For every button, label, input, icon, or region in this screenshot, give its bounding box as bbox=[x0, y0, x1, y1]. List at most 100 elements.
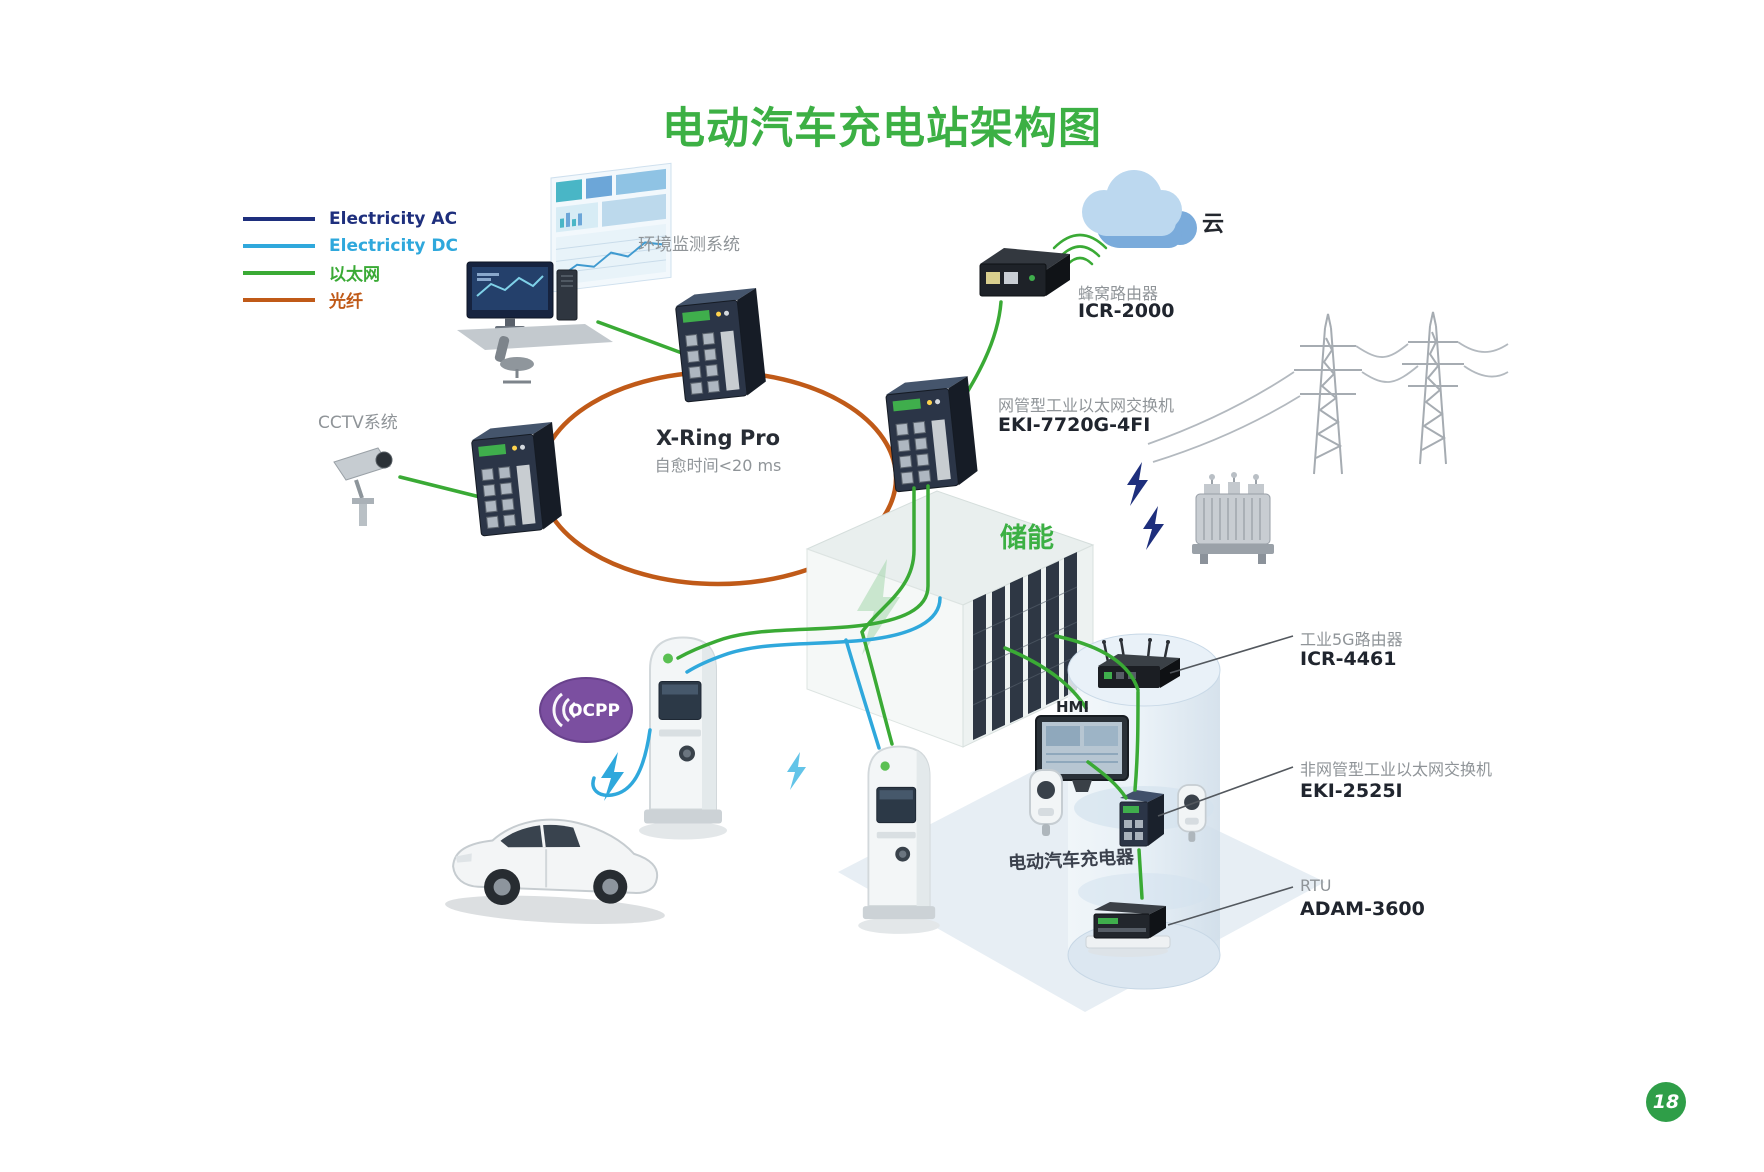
terminal-block bbox=[1098, 918, 1118, 924]
charger-status-led bbox=[663, 653, 673, 664]
router-port bbox=[1004, 272, 1018, 284]
ev-charger-2 bbox=[848, 736, 950, 938]
ethernet-line-storage-hmi bbox=[1003, 646, 1088, 710]
ocpp-badge: OCPP bbox=[536, 674, 636, 746]
ethernet-cables bbox=[676, 484, 1144, 900]
ethernet-line-router5g-switch bbox=[1133, 690, 1140, 792]
rtu-type-label: RTU bbox=[1300, 876, 1332, 895]
cellular-router-type-label: 蜂窝路由器 bbox=[1078, 284, 1159, 303]
ac-bolt-icon bbox=[1127, 462, 1148, 506]
rtu-adam3600 bbox=[1080, 894, 1176, 958]
electric-car bbox=[434, 764, 686, 941]
ethernet-line-cctv-switch bbox=[398, 475, 486, 500]
xring-subtitle: 自愈时间<20 ms bbox=[654, 456, 782, 475]
car-headlight bbox=[455, 853, 472, 863]
ethernet-line-switch-charger2 bbox=[860, 486, 916, 746]
green-bolt-icon bbox=[857, 559, 900, 655]
legend-swatch-ac bbox=[243, 216, 315, 221]
dc-line-storage-charger1 bbox=[685, 596, 942, 674]
cloud-label: 云 bbox=[1202, 212, 1225, 237]
cctv-camera bbox=[326, 436, 406, 534]
router-5g-type-label: 工业5G路由器 bbox=[1300, 630, 1403, 649]
cctv-label: CCTV系统 bbox=[318, 413, 398, 433]
router-5g-model-label: ICR-4461 bbox=[1300, 648, 1397, 670]
hmi-panel bbox=[1030, 704, 1136, 800]
chair-back bbox=[494, 336, 510, 362]
legend-swatch-ethernet bbox=[243, 270, 315, 275]
port-grid bbox=[1124, 820, 1143, 840]
router-port bbox=[986, 272, 1000, 284]
xring-title: X-Ring Pro bbox=[655, 426, 781, 450]
unmanaged-switch-type-label: 非网管型工业以太网交换机 bbox=[1300, 760, 1493, 779]
port-grid bbox=[481, 466, 517, 529]
workstation-pc-tower bbox=[556, 269, 578, 321]
charging-plug-right bbox=[1166, 776, 1216, 844]
terminal-block bbox=[892, 398, 921, 412]
ethernet-switch-ring-top bbox=[660, 279, 783, 416]
ethernet-line-monitor-switch bbox=[596, 320, 692, 358]
ev-charger-1 bbox=[628, 626, 738, 844]
port-grid bbox=[685, 332, 721, 395]
router-5g-icr4461 bbox=[1090, 636, 1186, 696]
pointer-line-router5g bbox=[1169, 635, 1294, 674]
terminal-block bbox=[478, 444, 507, 457]
hmi-label: HMI bbox=[1056, 698, 1090, 716]
legend-label-ethernet: 以太网 bbox=[329, 265, 380, 285]
page-number: 18 bbox=[1652, 1091, 1680, 1113]
legend-item-electricity-ac: Electricity AC bbox=[243, 205, 458, 232]
dc-cables bbox=[591, 596, 942, 798]
dc-bolt-icon bbox=[787, 752, 806, 790]
pointer-line-switch2525 bbox=[1157, 766, 1294, 817]
legend-swatch-dc bbox=[243, 243, 315, 248]
ocpp-arcs-icon bbox=[552, 692, 577, 728]
ethernet-line-storage-router5g bbox=[1054, 634, 1140, 692]
page-number-badge: 18 bbox=[1646, 1082, 1686, 1122]
port-grid bbox=[895, 420, 932, 485]
energy-storage-label: 储能 bbox=[1000, 523, 1054, 554]
legend-swatch-fiber bbox=[243, 297, 315, 302]
transformer bbox=[1182, 466, 1284, 574]
legend-label-ac: Electricity AC bbox=[329, 208, 458, 229]
ethernet-line-switch-rtu bbox=[1137, 848, 1144, 900]
env-monitoring-system bbox=[455, 162, 685, 388]
dc-bolt-icon bbox=[601, 752, 624, 801]
ethernet-switch-ring-left bbox=[456, 413, 579, 550]
legend-item-ethernet: 以太网 bbox=[243, 259, 458, 286]
ethernet-line-hmi-switch bbox=[1086, 760, 1128, 800]
pointer-line-rtu bbox=[1167, 886, 1294, 926]
managed-switch-model-label: EKI-7720G-4FI bbox=[998, 414, 1151, 436]
charger-status-led bbox=[880, 761, 890, 771]
ocpp-label: OCPP bbox=[568, 701, 620, 721]
charging-plug-left bbox=[1016, 760, 1074, 838]
legend-label-dc: Electricity DC bbox=[329, 235, 459, 256]
managed-switch-type-label: 网管型工业以太网交换机 bbox=[998, 396, 1175, 415]
chair-seat bbox=[500, 357, 534, 371]
car-windows bbox=[500, 824, 581, 848]
env-monitor-label: 环境监测系统 bbox=[638, 235, 740, 255]
power-lines bbox=[1147, 341, 1509, 463]
ethernet-line-switch-charger1 bbox=[676, 484, 930, 660]
unmanaged-switch-model-label: EKI-2525I bbox=[1300, 780, 1403, 802]
cloud-icon bbox=[1062, 166, 1204, 268]
page-title: 电动汽车充电站架构图 bbox=[662, 104, 1102, 154]
desk bbox=[457, 324, 613, 350]
cellular-router-icr2000 bbox=[972, 238, 1074, 306]
rtu-model-label: ADAM-3600 bbox=[1300, 898, 1425, 920]
legend-item-fiber: 光纤 bbox=[243, 286, 458, 313]
camera-lens-icon bbox=[375, 451, 393, 469]
dc-line-charger1-car bbox=[591, 728, 652, 798]
dc-line-storage-charger2 bbox=[844, 638, 881, 750]
ac-bolt-icon bbox=[1143, 506, 1164, 550]
terminal-block bbox=[1123, 806, 1139, 813]
bolt-icons bbox=[601, 462, 1164, 801]
unmanaged-switch-eki2525 bbox=[1110, 784, 1172, 854]
legend: Electricity AC Electricity DC 以太网 光纤 bbox=[243, 205, 458, 313]
power-transmission-towers bbox=[1147, 286, 1509, 484]
pointer-lines bbox=[1157, 635, 1294, 926]
terminal-block bbox=[682, 310, 711, 323]
legend-item-electricity-dc: Electricity DC bbox=[243, 232, 458, 259]
legend-label-fiber: 光纤 bbox=[329, 292, 363, 312]
cellular-router-model-label: ICR-2000 bbox=[1078, 300, 1175, 322]
